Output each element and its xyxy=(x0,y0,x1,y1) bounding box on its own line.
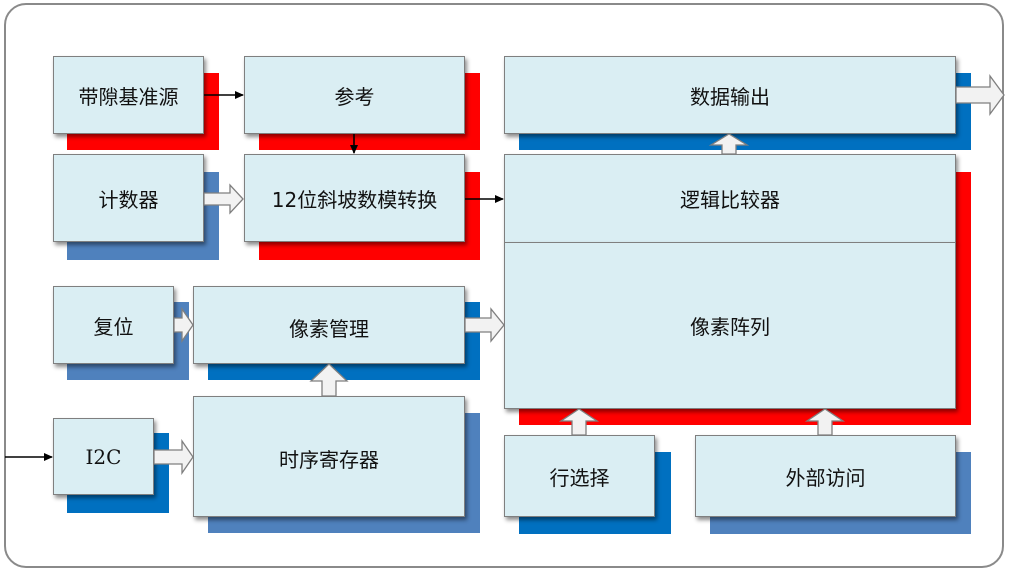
timing-to-pixel-mgmt-block-arrow xyxy=(309,363,349,397)
logic-comparator-label: 逻辑比较器 xyxy=(680,188,780,212)
row-select-to-array-block-arrow xyxy=(558,408,600,436)
timing-register-block: 时序寄存器 xyxy=(193,396,465,517)
bandgap-reference-label: 带隙基准源 xyxy=(78,84,179,109)
comparator-to-output-block-arrow xyxy=(708,133,750,155)
counter-label: 计数器 xyxy=(98,187,159,212)
reset-to-pixel-mgmt-block-arrow xyxy=(173,306,194,344)
external-access-label: 外部访问 xyxy=(785,465,866,490)
counter-block: 计数器 xyxy=(53,154,204,242)
i2c-to-timing-block-arrow xyxy=(153,438,194,476)
pixel-array-label: 像素阵列 xyxy=(690,315,770,339)
reference-block: 参考 xyxy=(244,56,465,134)
timing-register-label: 时序寄存器 xyxy=(279,448,379,472)
pixel-array-block: 像素阵列 xyxy=(504,242,956,409)
reference-label: 参考 xyxy=(334,84,375,109)
reset-block: 复位 xyxy=(53,286,174,364)
pixel-mgmt-to-array-block-arrow xyxy=(464,307,505,343)
ramp-dac-block: 12位斜坡数模转换 xyxy=(244,154,465,242)
pixel-management-label: 像素管理 xyxy=(289,317,369,341)
data-output-external-block-arrow xyxy=(955,74,1005,116)
ramp-dac-label: 12位斜坡数模转换 xyxy=(271,187,438,212)
reset-label: 复位 xyxy=(93,314,134,339)
row-select-block: 行选择 xyxy=(504,435,655,517)
i2c-block: I2C xyxy=(53,418,154,495)
data-output-label: 数据输出 xyxy=(690,84,770,109)
row-select-label: 行选择 xyxy=(549,465,610,490)
data-output-block: 数据输出 xyxy=(504,56,956,134)
counter-to-dac-block-arrow xyxy=(203,183,244,215)
logic-comparator-block: 逻辑比较器 xyxy=(504,154,956,243)
external-access-to-array-block-arrow xyxy=(804,408,846,436)
i2c-label: I2C xyxy=(85,444,122,469)
bandgap-reference-block: 带隙基准源 xyxy=(53,56,204,134)
